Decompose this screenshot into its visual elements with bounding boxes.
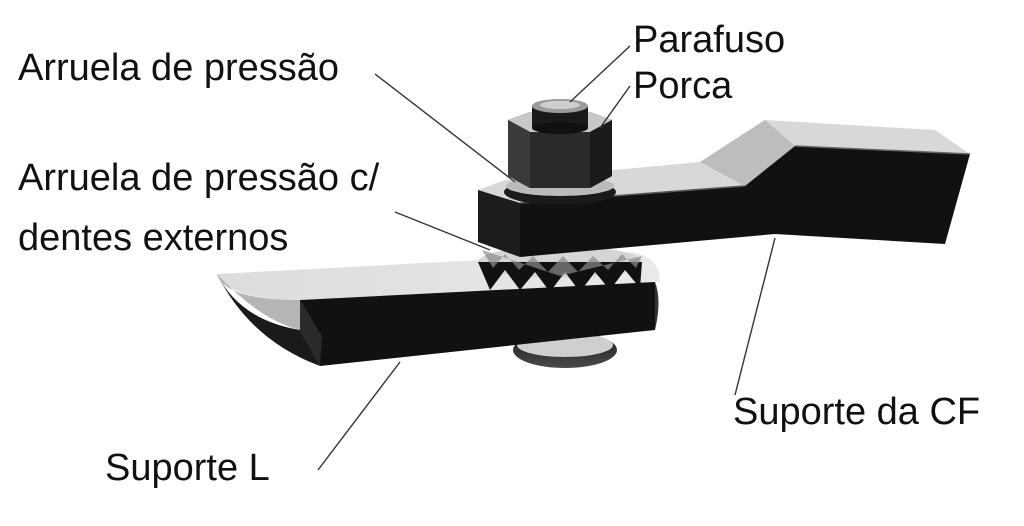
label-parafuso: Parafuso [633, 19, 786, 61]
leader-porca [599, 85, 631, 129]
label-arruela-dentes-line1: Arruela de pressão c/ [18, 157, 380, 199]
label-porca: Porca [633, 65, 733, 107]
leader-lines [317, 45, 776, 471]
bolt-top-end [532, 99, 588, 134]
label-arruela-de-pressao: Arruela de pressão [18, 47, 340, 89]
leader-arruela-pressao [374, 73, 516, 183]
label-arruela-dentes-line2: dentes externos [18, 217, 289, 259]
leader-arruela-dentes [394, 211, 491, 251]
leader-parafuso [569, 45, 631, 103]
leader-suporte-l [317, 361, 401, 471]
leader-suporte-cf [734, 237, 776, 396]
label-suporte-l: Suporte L [105, 447, 270, 489]
label-suporte-da-cf: Suporte da CF [733, 391, 981, 433]
